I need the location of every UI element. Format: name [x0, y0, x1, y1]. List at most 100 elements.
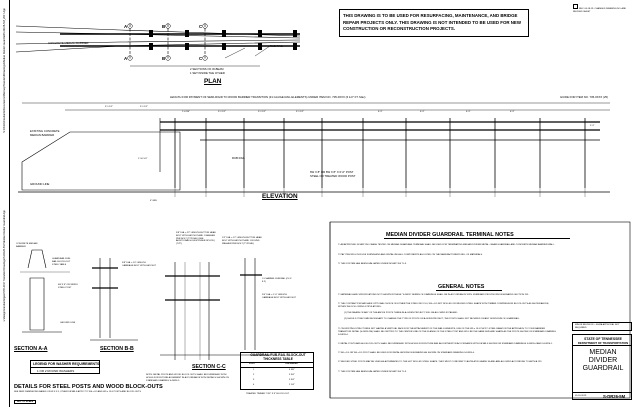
detail-rubrail-note: C-CHANNEL RUB RAIL (C6 X 8.2) — [262, 278, 292, 283]
thickness-table-header-rule — [241, 362, 313, 363]
general-note: ④ METAL POSTS AND ALL BLOCK-OUTS SHALL B… — [338, 343, 553, 345]
warning-box: THIS DRAWING IS TO BE USED FOR RESURFACI… — [339, 9, 529, 37]
elevation-dim-5: 3'-1 1/2" — [296, 111, 305, 113]
thickness-row-post: 3 — [253, 379, 255, 381]
thickness-row-value: 4 5/8" — [289, 369, 295, 371]
plan-marker-a-bottom: A — [124, 56, 128, 61]
file-path-strip: N:\Chris\Standards\Documents\Marmay\Stan… — [1, 0, 10, 407]
elevation-dim-6: 6'-3" — [378, 111, 383, 113]
revision-note: REV. 06-18-19: CHANGED DRAWING NO. AND R… — [573, 4, 631, 14]
general-note: ② THE CONTRACTOR MAY HAVE OPTIONAL CHOIC… — [338, 303, 550, 308]
elevation-post-label: 6W X 8" OR 8W X 8" X 6'-0" POST — [310, 170, 354, 174]
detail-concrete-label: CONCRETE MEDIAN BARRIER — [16, 243, 38, 248]
elevation-dim-4: 3'-1 1/2" — [258, 111, 267, 113]
title-block: STATE OF TENNESSEE DEPARTMENT OF TRANSPO… — [572, 334, 632, 400]
washer-legend-entry: 1 OR 2 ROUND WASHERS — [37, 369, 75, 373]
thickness-table-rule — [241, 367, 313, 368]
plan-sections-sub: 1 SET INSIDE THE OTHER — [190, 71, 225, 75]
title-block-drawing-no: S-DR26-5M — [603, 394, 626, 399]
terminal-notes-rule — [384, 238, 570, 239]
elevation-depth-label: 6" MIN — [150, 200, 157, 202]
terminal-note-marker-icon: ③ — [338, 263, 341, 265]
section-a-title: SECTION A-A — [14, 346, 48, 352]
elevation-height2: 2'-3" — [590, 125, 595, 127]
title-block-title-3: GUARDRAIL — [582, 365, 624, 372]
thickness-table: GUARDRAIL RUB-RAIL BLOCK-OUT THICKNESS T… — [240, 352, 314, 390]
general-note-marker-icon: ⑥ — [338, 361, 341, 363]
detail-steel-note: NOTE: METAL POSTS AND WOOD BLOCK OUTS SH… — [146, 374, 229, 382]
warning-text: THIS DRAWING IS TO BE USED FOR RESURFACI… — [343, 13, 521, 31]
elevation-post-sub: STEEL OR TREATED WOOD POST — [310, 174, 356, 178]
general-note: ⑤ W6 x 9.0 OR W6 x 8.5 POST SHALL BE USE… — [338, 352, 475, 354]
elevation-dim-1: 3'-1 1/2" — [140, 106, 149, 108]
general-note-sub: (2) SHOULD IT BECOME NECESSARY TO CHANGE… — [344, 318, 520, 320]
general-note-marker-icon: ⑦ — [338, 371, 341, 373]
thickness-row-value: 3 3/4" — [289, 374, 295, 376]
elevation-dim-3: 3'-1 1/2" — [218, 111, 227, 113]
elevation-ground-label: GROUND LINE — [30, 182, 50, 186]
general-note: ③ ON EXISTING STRUCTURES NOT HAVING A VE… — [338, 328, 556, 336]
detail-shim-note: 3/4" DIA. x 1'-0" LENGTH CARRIAGE BOLT W… — [262, 294, 296, 299]
plan-rubrail-label: RUB RAIL — [270, 44, 283, 48]
thickness-row-post: 2 — [253, 374, 255, 376]
thickness-row-post: 1 — [253, 369, 255, 371]
detail-ground-label: GROUND LINE — [60, 322, 76, 324]
washer-legend-title: LEGEND FOR WASHER REQUIREMENTS — [33, 362, 100, 366]
revision-remark: MINOR REVISION -- FHWA APPROVAL NOT REQU… — [575, 324, 620, 329]
title-block-department: DEPARTMENT OF TRANSPORTATION — [577, 341, 629, 345]
revision-marker-icon — [573, 4, 578, 9]
terminal-note-marker-icon: ① — [338, 244, 341, 246]
general-note: ⑦ THIS SYSTEM HAS BEEN EVALUATED UNDER N… — [338, 371, 407, 373]
title-block-rule — [573, 345, 631, 346]
detail-cap-note: 5/8" DIA. x 10" LENGTH CARRIAGE BOLT WIT… — [122, 262, 156, 267]
terminal-notes-title: MEDIAN DIVIDER GUARDRAIL TERMINAL NOTES — [386, 232, 514, 238]
elevation-dim-2: 1'-6 3/4" — [182, 111, 191, 113]
general-note-marker-icon: ③ — [338, 328, 341, 330]
terminal-note: ② PAY ITEM WILL INCLUDE FURNISHING AND I… — [338, 254, 483, 256]
elevation-dim-7: 6'-3" — [420, 111, 425, 113]
general-note-marker-icon: ④ — [338, 343, 341, 345]
detail-bolt-note: 5/8" DIA. x 22" LENGTH BUTTON HEAD BOLT … — [176, 232, 216, 246]
scale-label: NOT TO SCALE — [14, 400, 37, 404]
elevation-length-note: LENGTH FOR PAYMENT OF SEMI-RIGID TO WOOD… — [170, 95, 366, 99]
general-note: ⑥ WELDED STEEL POSTS MAY BE USED AS ALTE… — [338, 361, 542, 363]
washer-legend-table: LEGEND FOR WASHER REQUIREMENTS 1 OR 2 RO… — [30, 360, 100, 374]
elevation-existing-label: EXISTING CONCRETE MEDIAN BARRIER — [30, 129, 60, 137]
detail-guardrail-label: GUARDRAIL RUB-RAIL BLOCK-OUT STEEL TABLE — [52, 258, 71, 266]
plan-sections-label: 2 SECTIONS OF W-BEAM — [190, 67, 224, 71]
detail-post-note: 6W X 8" OR W8X18 STEEL POST — [58, 284, 78, 289]
thickness-header-post: POST — [249, 363, 255, 365]
title-block-date: 05-16-2019 — [575, 395, 587, 397]
title-block-title-2: DIVIDER — [588, 357, 618, 364]
terminal-note-marker-icon: ② — [338, 254, 341, 256]
general-note-marker-icon: ② — [338, 303, 341, 305]
general-note-marker-icon: ① — [338, 294, 341, 296]
thickness-table-title: GUARDRAIL RUB-RAIL BLOCK-OUT THICKNESS T… — [250, 353, 306, 361]
section-c-title: SECTION C-C — [192, 364, 226, 370]
title-block-rule — [573, 392, 631, 393]
thickness-row-post: 4 — [253, 384, 255, 386]
title-block-title-1: MEDIAN — [589, 349, 617, 356]
thickness-row-value: 2 1/4" — [289, 384, 295, 386]
general-note-marker-icon: ⑤ — [338, 352, 341, 354]
washer-legend-divider — [31, 367, 99, 368]
plan-marker-c-top: C — [199, 24, 203, 29]
elevation-ref-note: GUIDE FOR ITEM NO. 705-0XXX (25) — [560, 95, 609, 99]
details-sub: SEE NEW DIMENSIONS BASED ON W 6 X 9, OTH… — [14, 391, 141, 393]
plan-marker-b-top: B — [162, 24, 166, 29]
general-notes-title: GENERAL NOTES — [438, 284, 485, 290]
plan-title: PLAN — [204, 78, 222, 85]
general-note-sub: (1) THE MEANS OF ANY OF THE ABOVE POSTS … — [344, 312, 458, 314]
plan-marker-c-bottom: C — [199, 56, 203, 61]
terminal-note: ③ THIS SYSTEM HAS BEEN EVALUATED UNDER N… — [338, 263, 407, 265]
detail-bolt-note-2: 1/2" DIA. x 12" LENGTH BUTTON HEAD BOLT … — [222, 237, 262, 245]
thickness-table-footer: TREATED TIMBER 7 3/4" X 8" BLOCK-OUT — [246, 393, 290, 395]
elevation-dim-9: 6'-3" — [510, 111, 515, 113]
thickness-header-thickness: THICKNESS — [285, 363, 298, 365]
elevation-dim-8: 6'-3" — [466, 111, 471, 113]
plan-marker-a-top: A — [124, 24, 128, 29]
title-block-state: STATE OF TENNESSEE — [584, 337, 622, 341]
plan-barrier-label: CONCRETE MEDIAN BARRIER — [48, 41, 89, 45]
